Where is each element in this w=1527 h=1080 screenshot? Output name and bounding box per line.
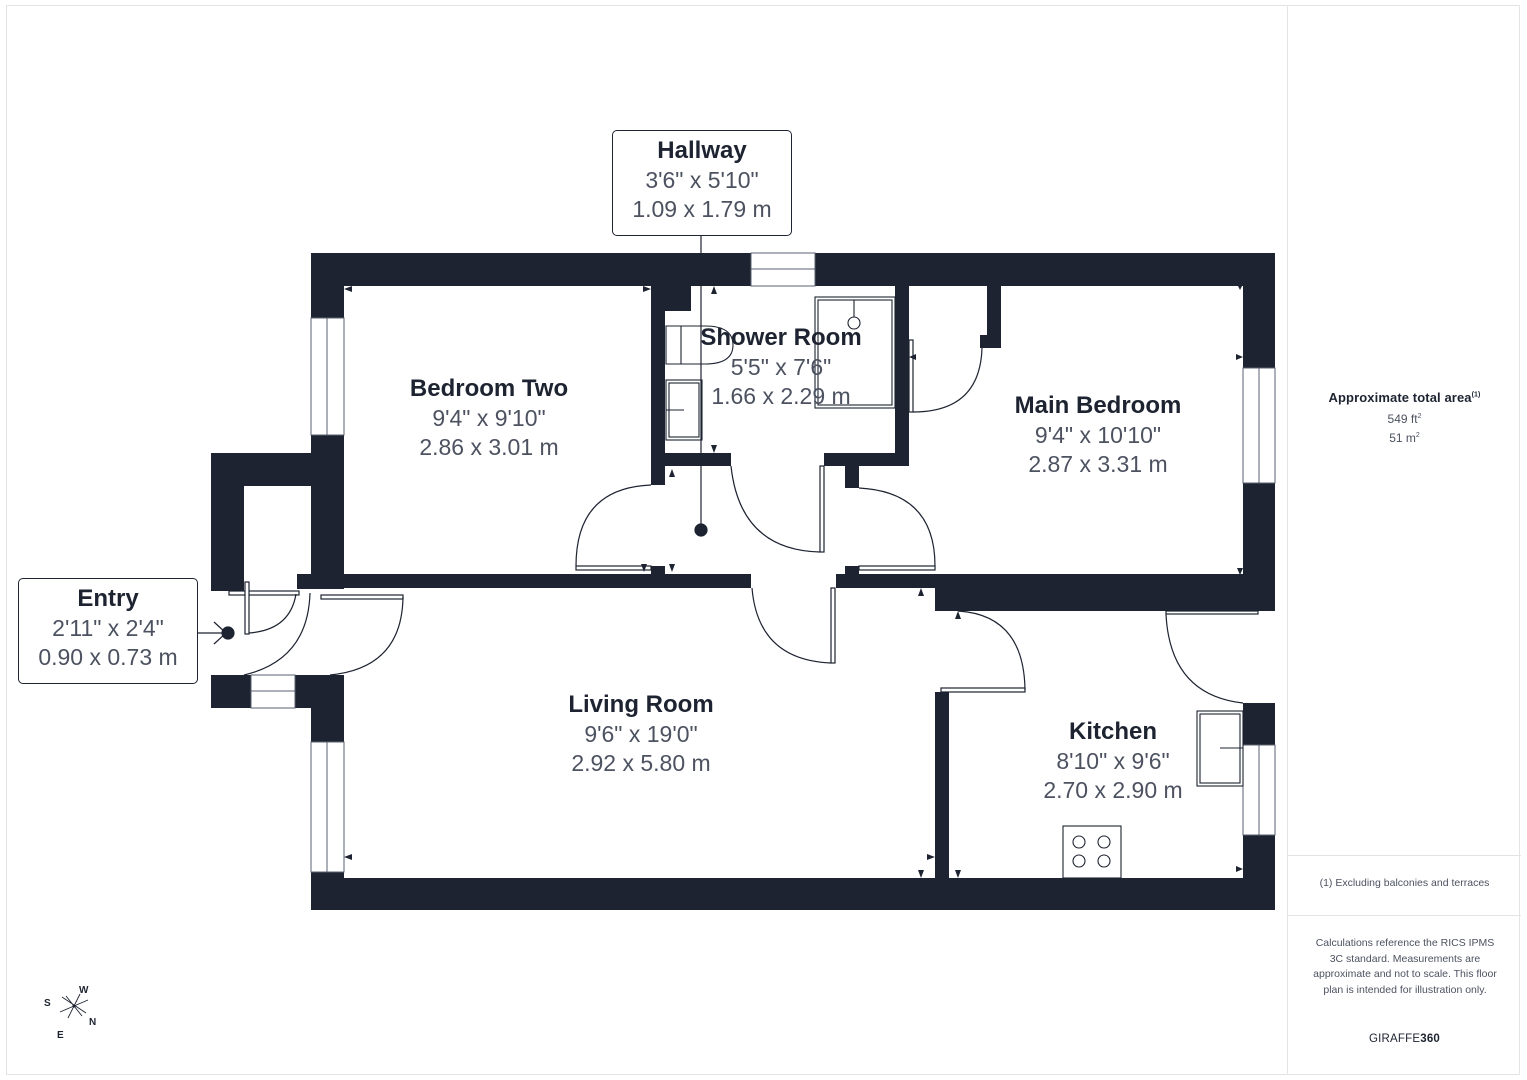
total-area-metric: 51 m2 xyxy=(1389,431,1420,445)
room-name: Bedroom Two xyxy=(409,375,569,402)
area-footnote: (1) Excluding balconies and terraces xyxy=(1319,877,1490,889)
room-label-living-room: Living Room 9'6" x 19'0" 2.92 x 5.80 m xyxy=(541,690,741,778)
total-area-title: Approximate total area(1) xyxy=(1328,390,1481,405)
room-dimensions-metric: 2.87 x 3.31 m xyxy=(1028,451,1168,477)
toilet-icon xyxy=(665,325,734,365)
walls xyxy=(211,253,1275,910)
doors xyxy=(228,339,1259,704)
divider xyxy=(1288,915,1521,916)
room-label-hallway: Hallway 3'6" x 5'10" 1.09 x 1.79 m xyxy=(612,130,792,236)
disclaimer-text: Calculations reference the RICS IPMS 3C … xyxy=(1313,937,1497,996)
shower-head-icon xyxy=(847,316,861,330)
windows xyxy=(250,252,1276,873)
room-dimensions-imperial: 3'6" x 5'10" xyxy=(645,167,759,193)
room-label-main-bedroom: Main Bedroom 9'4" x 10'10" 2.87 x 3.31 m xyxy=(988,391,1208,479)
callout-lines xyxy=(198,235,708,645)
room-dimensions-metric: 2.70 x 2.90 m xyxy=(1043,777,1183,803)
room-dimensions-metric: 2.86 x 3.01 m xyxy=(419,434,559,460)
room-name: Shower Room xyxy=(700,324,862,351)
hob-icon xyxy=(1062,825,1122,879)
total-area-block: Approximate total area(1) 549 ft2 51 m2 xyxy=(1288,390,1521,445)
compass-east: E xyxy=(57,1030,64,1041)
room-dimensions-imperial: 5'5" x 7'6" xyxy=(730,354,832,380)
page-frame xyxy=(6,5,1520,1075)
room-dimensions-metric: 0.90 x 0.73 m xyxy=(38,644,178,670)
hallway-marker-icon xyxy=(694,523,708,537)
compass-south: S xyxy=(44,998,51,1009)
room-name: Living Room xyxy=(568,691,714,718)
compass-west: W xyxy=(79,985,89,996)
compass-icon: W S N E xyxy=(44,985,96,1041)
shower-tray xyxy=(814,296,896,409)
room-name: Main Bedroom xyxy=(1014,392,1182,419)
fixtures xyxy=(665,296,1244,879)
room-name: Entry xyxy=(77,585,139,612)
room-dimensions-imperial: 9'6" x 19'0" xyxy=(584,721,698,747)
total-area-imperial: 549 ft2 xyxy=(1387,412,1422,426)
dimension-markers xyxy=(344,284,1243,878)
room-dimensions-imperial: 9'4" x 9'10" xyxy=(432,405,546,431)
room-name: Hallway xyxy=(657,137,747,164)
room-dimensions-imperial: 9'4" x 10'10" xyxy=(1034,422,1162,448)
divider xyxy=(1288,855,1521,856)
room-dimensions-imperial: 2'11" x 2'4" xyxy=(52,615,164,641)
room-label-entry: Entry 2'11" x 2'4" 0.90 x 0.73 m xyxy=(18,578,198,684)
room-dimensions-metric: 1.09 x 1.79 m xyxy=(632,196,772,222)
info-sidebar: Approximate total area(1) 549 ft2 51 m2 … xyxy=(1287,5,1521,1075)
room-label-shower-room: Shower Room 5'5" x 7'6" 1.66 x 2.29 m xyxy=(681,323,881,411)
floor-plan xyxy=(198,235,1276,910)
compass-north: N xyxy=(89,1017,96,1028)
room-name: Kitchen xyxy=(1068,718,1157,745)
room-label-bedroom-two: Bedroom Two 9'4" x 9'10" 2.86 x 3.01 m xyxy=(389,374,589,462)
room-dimensions-metric: 2.92 x 5.80 m xyxy=(571,750,711,776)
brand-logo: GIRAFFE360 xyxy=(1368,1033,1441,1045)
room-label-kitchen: Kitchen 8'10" x 9'6" 2.70 x 2.90 m xyxy=(1013,717,1213,805)
room-dimensions-metric: 1.66 x 2.29 m xyxy=(711,383,851,409)
entry-marker-icon xyxy=(221,626,235,640)
room-dimensions-imperial: 8'10" x 9'6" xyxy=(1056,748,1170,774)
